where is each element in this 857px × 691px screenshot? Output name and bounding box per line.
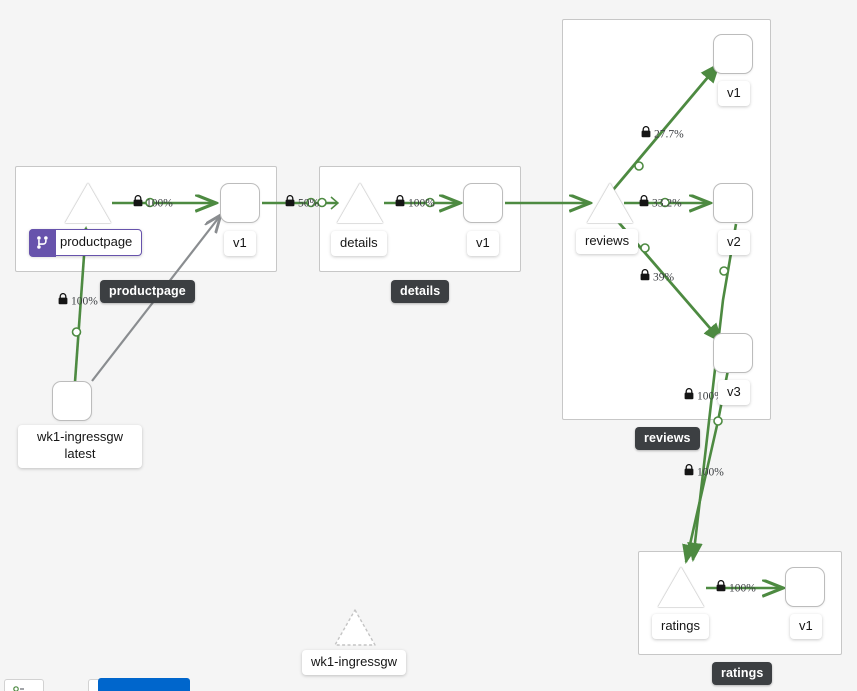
node-label-text: v1 (727, 85, 741, 100)
edge-percent: 27.7% (654, 128, 684, 140)
service-triangle-dashed-icon (334, 609, 376, 646)
node-service-reviews[interactable] (587, 183, 633, 223)
legend-icon (13, 686, 24, 691)
node-label-reviews-v2[interactable]: v2 (718, 230, 750, 256)
node-label-text: v1 (476, 235, 490, 250)
namespace-tag-details[interactable]: details (391, 280, 450, 303)
namespace-tag-text: reviews (644, 431, 691, 445)
edge-percent: 100% (697, 390, 724, 402)
mtls-lock-icon (639, 195, 649, 210)
workload-box-icon (785, 567, 825, 607)
node-label-text: ratings (661, 618, 701, 633)
node-label-text: v1 (799, 618, 813, 633)
mtls-lock-icon (58, 293, 68, 308)
node-workload-reviews-v1[interactable] (713, 34, 753, 74)
edge-percent: 100% (71, 295, 98, 307)
edge-label-reviews-v1: 27.7% (641, 126, 684, 141)
edge-label-reviews-v3: 39% (640, 269, 674, 284)
node-label-details-v1[interactable]: v1 (467, 231, 499, 257)
node-label-ingressgw[interactable]: wk1-ingressgw latest (18, 425, 142, 468)
node-service-ratings[interactable] (658, 567, 704, 607)
mtls-lock-icon (716, 580, 726, 595)
workload-box-icon (220, 183, 260, 223)
node-service-details[interactable] (337, 183, 383, 223)
edge-percent: 33.2% (652, 197, 682, 209)
virtualservice-icon (28, 228, 56, 257)
edge-reviews-to-v1[interactable] (611, 62, 721, 191)
edge-label-details-v1: 100% (395, 195, 435, 210)
mtls-lock-icon (285, 195, 295, 210)
edge-reviews-to-v2[interactable] (624, 199, 709, 207)
node-workload-reviews-v2[interactable] (713, 183, 753, 223)
node-label-text: v3 (727, 384, 741, 399)
service-triangle-icon (587, 183, 633, 223)
edge-percent: 39% (653, 271, 675, 283)
node-service-ingressgw[interactable] (332, 607, 378, 647)
node-workload-ratings-v1[interactable] (785, 567, 825, 607)
node-label-text: v2 (727, 234, 741, 249)
edge-label-productpage-v1: 100% (133, 195, 173, 210)
mtls-lock-icon (133, 195, 143, 210)
mtls-lock-icon (395, 195, 405, 210)
edge-percent: 100% (697, 466, 724, 478)
node-label-text: productpage (60, 234, 133, 249)
node-label-text: v1 (233, 235, 247, 250)
mtls-lock-icon (684, 464, 694, 479)
workload-box-icon (52, 381, 92, 421)
mtls-lock-icon (640, 269, 650, 284)
legend-chip-button[interactable] (4, 679, 44, 691)
mtls-lock-icon (684, 388, 694, 403)
namespace-tag-productpage[interactable]: productpage (100, 280, 195, 303)
edge-label-productpage-v1-details: 50% (285, 195, 319, 210)
edge-label-reviews-v2: 33.2% (639, 195, 682, 210)
node-label-reviews-v3[interactable]: v3 (718, 380, 750, 406)
edge-percent: 100% (146, 197, 173, 209)
service-triangle-icon (337, 183, 383, 223)
service-triangle-icon (65, 183, 111, 223)
namespace-tag-reviews[interactable]: reviews (635, 427, 700, 450)
node-label-productpage[interactable]: productpage (28, 228, 143, 257)
namespace-tag-text: details (400, 284, 441, 298)
edge-productpage-v1-to-details[interactable] (262, 196, 340, 210)
node-workload-reviews-v3[interactable] (713, 333, 753, 373)
service-triangle-icon (658, 567, 704, 607)
node-workload-productpage-v1[interactable] (220, 183, 260, 223)
node-label-ratings[interactable]: ratings (652, 614, 710, 640)
node-label-reviews-v1[interactable]: v1 (718, 81, 750, 107)
node-label-details[interactable]: details (331, 231, 387, 257)
mtls-lock-icon (641, 126, 651, 141)
primary-action-button[interactable] (98, 678, 190, 691)
edge-percent: 50% (298, 197, 320, 209)
edge-label-ratings-v1: 100% (716, 580, 756, 595)
node-workload-details-v1[interactable] (463, 183, 503, 223)
node-label-text: wk1-ingressgw (311, 654, 397, 669)
node-label-ingressgw-service[interactable]: wk1-ingressgw (302, 650, 406, 676)
node-label-ratings-v1[interactable]: v1 (790, 614, 822, 640)
namespace-tag-ratings[interactable]: ratings (712, 662, 773, 685)
node-label-subtext: latest (64, 445, 96, 461)
workload-box-icon (713, 34, 753, 74)
edge-percent: 100% (408, 197, 435, 209)
bottom-toolbar[interactable] (0, 677, 857, 691)
edge-label-reviews-v3-ratings: 100% (684, 388, 724, 403)
node-label-text: reviews (585, 233, 630, 248)
workload-box-icon (463, 183, 503, 223)
workload-box-icon (713, 333, 753, 373)
edge-productpage-to-v1[interactable] (112, 199, 215, 207)
node-label-reviews[interactable]: reviews (576, 229, 639, 255)
namespace-tag-text: productpage (109, 284, 186, 298)
node-label-text: details (340, 235, 378, 250)
node-label-text: wk1-ingressgw (37, 429, 123, 444)
edge-label-reviews-v2-ratings: 100% (684, 464, 724, 479)
node-label-productpage-v1[interactable]: v1 (224, 231, 256, 257)
node-workload-ingressgw[interactable] (52, 381, 92, 421)
namespace-tag-text: ratings (721, 666, 764, 680)
edge-percent: 100% (729, 582, 756, 594)
edge-label-ingressgw-productpage: 100% (58, 293, 98, 308)
workload-box-icon (713, 183, 753, 223)
node-service-productpage[interactable] (65, 183, 111, 223)
